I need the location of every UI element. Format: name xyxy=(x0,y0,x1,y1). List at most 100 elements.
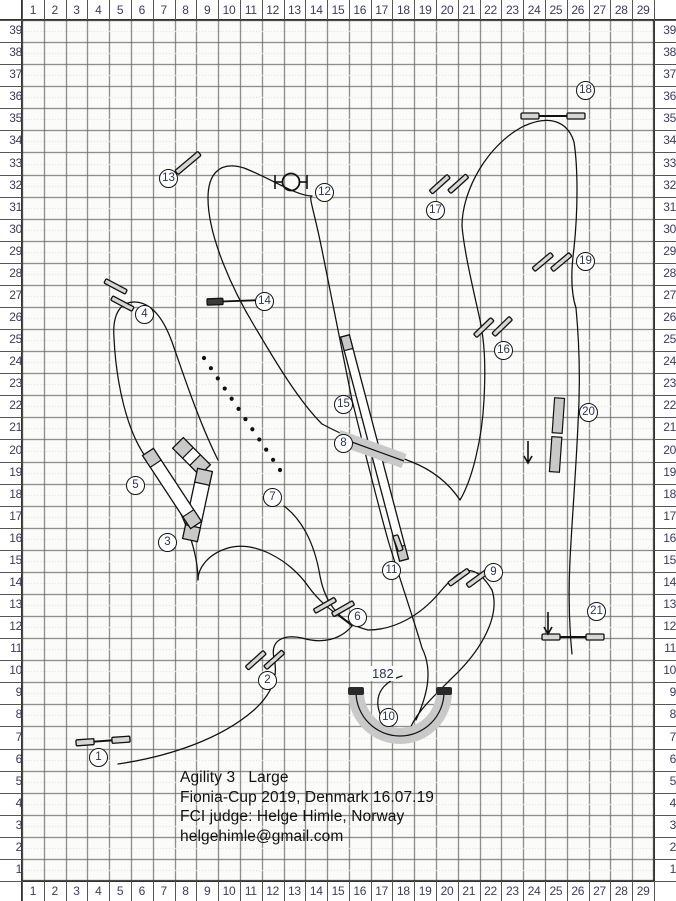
ruler-tick xyxy=(327,881,329,901)
ruler-bottom-label-5: 5 xyxy=(116,884,124,898)
ruler-bottom xyxy=(0,881,676,901)
ruler-tick xyxy=(0,594,22,595)
ruler-left-label-29: 29 xyxy=(9,243,22,258)
ruler-top-label-24: 24 xyxy=(527,3,541,17)
ruler-right-label-14: 14 xyxy=(663,574,676,589)
finish-arrow-exit xyxy=(543,612,553,636)
ruler-left-label-9: 9 xyxy=(15,685,23,700)
obstacle-12-tire xyxy=(274,172,308,192)
ruler-tick xyxy=(0,483,22,485)
ruler-tick xyxy=(152,0,154,20)
ruler-left-label-25: 25 xyxy=(9,332,22,347)
course-line-segment-6 xyxy=(367,570,493,631)
course-line-segment-4 xyxy=(133,301,219,461)
ruler-right-label-10: 10 xyxy=(663,663,676,678)
ruler-tick xyxy=(545,881,547,901)
ruler-left-label-4: 4 xyxy=(15,795,23,810)
ruler-tick xyxy=(261,881,263,901)
course-line-segment-13 xyxy=(207,197,323,425)
obstacle-9-double-jump xyxy=(447,568,489,588)
ruler-top-label-12: 12 xyxy=(266,3,279,17)
ruler-bottom-label-22: 22 xyxy=(484,884,497,898)
ruler-tick xyxy=(370,881,372,901)
ruler-tick xyxy=(457,0,459,20)
ruler-bottom-label-8: 8 xyxy=(182,884,189,898)
ruler-bottom-label-25: 25 xyxy=(549,884,563,898)
ruler-tick xyxy=(0,108,22,110)
obstacle-badge-4: 4 xyxy=(135,305,154,324)
ruler-right-label-16: 16 xyxy=(663,530,676,545)
ruler-bottom-label-19: 19 xyxy=(418,884,432,898)
ruler-tick xyxy=(654,682,676,684)
course-line-segment-17 xyxy=(461,119,575,227)
ruler-left-label-24: 24 xyxy=(9,354,22,369)
course-line-segment-18 xyxy=(571,141,578,309)
ruler-top-label-15: 15 xyxy=(331,3,345,17)
ruler-tick xyxy=(283,0,285,20)
ruler-top-label-6: 6 xyxy=(138,3,146,17)
ruler-tick xyxy=(436,881,438,901)
obstacle-badge-6: 6 xyxy=(348,608,367,627)
ruler-tick xyxy=(523,0,525,20)
ruler-bottom-label-20: 20 xyxy=(440,884,454,898)
ruler-left-label-20: 20 xyxy=(9,442,22,457)
obstacle-18-wall-jump xyxy=(520,112,586,120)
title-line-judge: FCI judge: Helge Himle, Norway xyxy=(180,808,405,825)
ruler-left-label-34: 34 xyxy=(9,133,22,148)
ruler-tick xyxy=(0,858,22,860)
ruler-tick xyxy=(654,527,676,529)
ruler-tick xyxy=(654,108,676,110)
ruler-right-label-29: 29 xyxy=(663,243,676,258)
ruler-bottom-label-24: 24 xyxy=(527,884,541,898)
ruler-tick xyxy=(130,881,132,901)
ruler-tick xyxy=(0,571,22,573)
title-line-event: Fionia-Cup 2019, Denmark 16.07.19 xyxy=(180,788,435,806)
ruler-right-label-36: 36 xyxy=(663,89,676,104)
ruler-tick xyxy=(654,130,676,132)
ruler-top-label-8: 8 xyxy=(182,3,189,17)
ruler-tick xyxy=(654,660,676,662)
course-length-label: 182 xyxy=(370,666,396,681)
ruler-tick xyxy=(109,0,111,20)
ruler-right-label-25: 25 xyxy=(663,332,676,347)
ruler-tick xyxy=(457,881,459,901)
ruler-right-label-28: 28 xyxy=(663,265,676,280)
ruler-right-label-4: 4 xyxy=(669,795,676,810)
obstacle-badge-15: 15 xyxy=(334,395,353,414)
ruler-tick xyxy=(566,0,568,20)
ruler-tick xyxy=(566,881,568,901)
ruler-left-label-31: 31 xyxy=(9,199,22,214)
obstacle-17-double-jump xyxy=(429,173,469,195)
ruler-tick xyxy=(174,881,176,901)
ruler-bottom-label-21: 21 xyxy=(462,884,476,898)
ruler-left-label-27: 27 xyxy=(9,287,22,302)
ruler-tick xyxy=(654,571,676,573)
ruler-tick xyxy=(654,638,676,640)
ruler-right-label-32: 32 xyxy=(663,177,676,192)
ruler-top-label-23: 23 xyxy=(505,3,519,17)
ruler-tick xyxy=(0,660,22,662)
ruler-tick xyxy=(370,0,372,20)
ruler-tick xyxy=(0,748,22,750)
ruler-right-label-38: 38 xyxy=(663,45,676,60)
ruler-right-label-7: 7 xyxy=(669,729,676,744)
ruler-tick xyxy=(654,240,676,242)
ruler-tick xyxy=(414,0,416,20)
ruler-tick xyxy=(0,704,22,706)
ruler-tick xyxy=(87,0,89,20)
ruler-tick xyxy=(654,814,676,816)
ruler-tick xyxy=(654,881,676,882)
course-line-segment-16 xyxy=(461,225,481,321)
ruler-tick xyxy=(0,307,22,308)
obstacle-16-double-jump xyxy=(473,316,513,338)
ruler-right-label-22: 22 xyxy=(663,398,676,413)
ruler-right-label-21: 21 xyxy=(663,420,676,435)
ruler-left-label-18: 18 xyxy=(9,486,22,501)
ruler-tick xyxy=(0,527,22,529)
ruler-tick xyxy=(654,792,676,794)
ruler-bottom-label-3: 3 xyxy=(73,884,80,898)
ruler-tick xyxy=(0,792,22,794)
ruler-left-label-19: 19 xyxy=(9,464,22,479)
ruler-tick xyxy=(654,395,676,397)
